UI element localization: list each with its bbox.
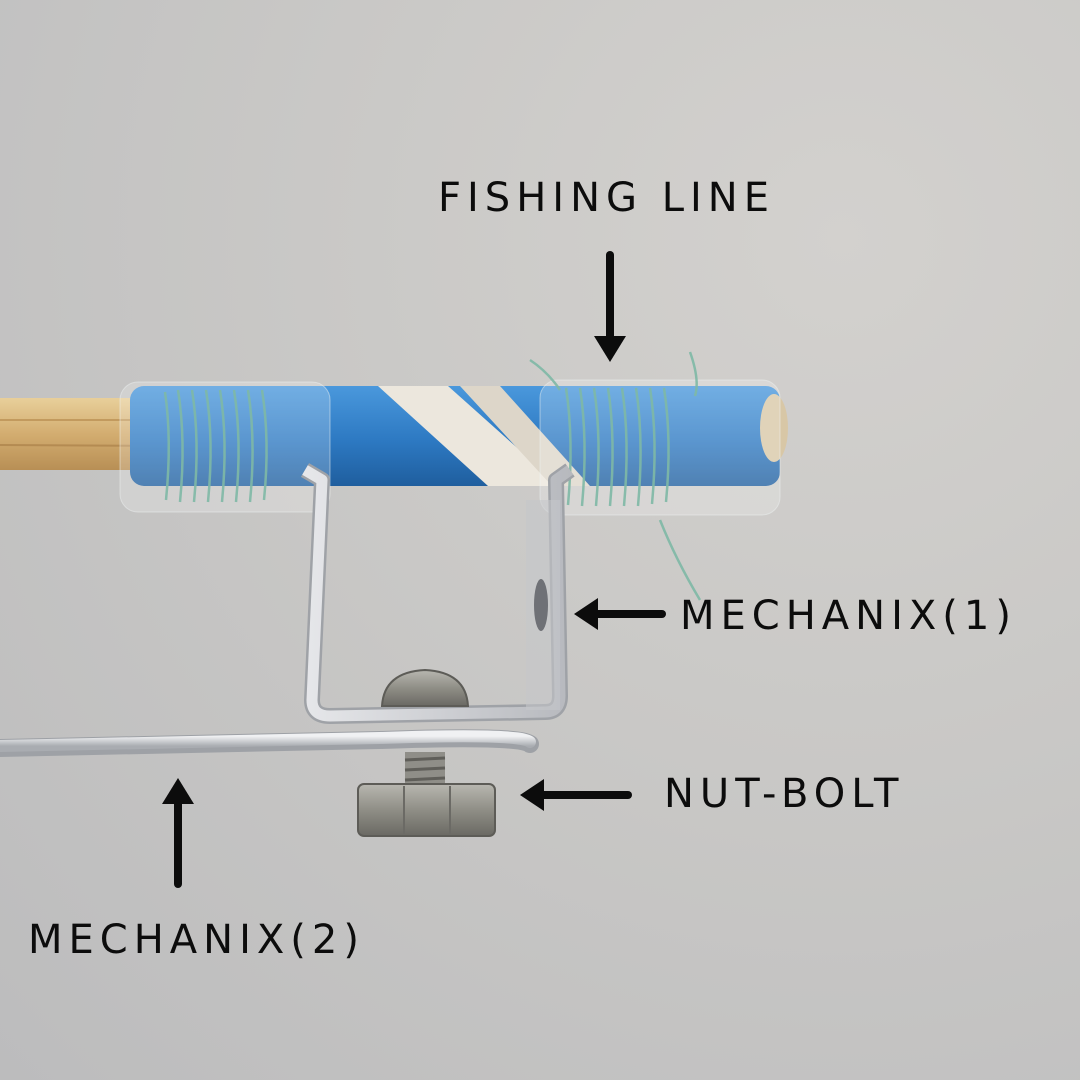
mechanix-1-label: MECHANIX(1): [680, 593, 1017, 639]
mechanix-2-label: MECHANIX(2): [28, 917, 365, 963]
nut-bolt-hardware: [357, 668, 496, 837]
wire-bracket: [300, 463, 575, 724]
nut-bolt-label: NUT-BOLT: [664, 771, 905, 817]
fishing-line-label: FISHING LINE: [438, 175, 775, 221]
long-wire: [0, 729, 539, 757]
tape-wrapped-tube: [119, 379, 788, 516]
fishing-line-windings: [163, 351, 702, 601]
